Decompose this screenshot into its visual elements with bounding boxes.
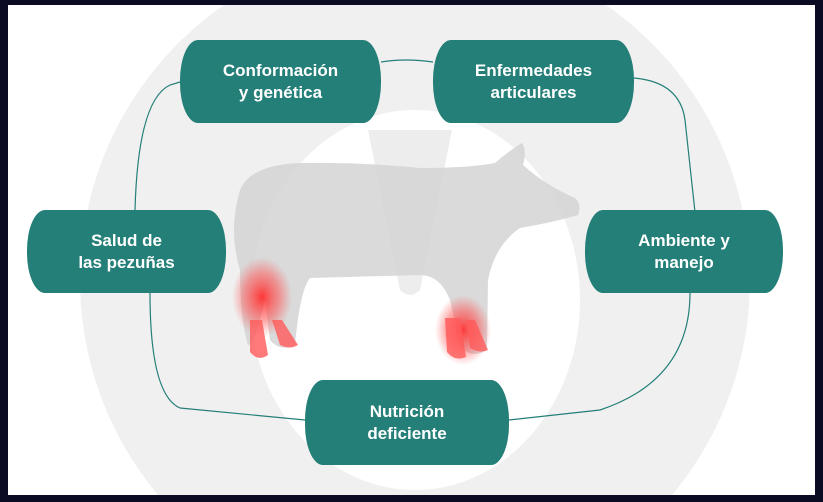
node-label: Conformación bbox=[222, 60, 339, 80]
node-label: deficiente bbox=[367, 423, 447, 443]
hind-leg-inflammation bbox=[232, 257, 292, 337]
node-label: Nutrición bbox=[369, 401, 445, 421]
node-label: Ambiente y bbox=[638, 230, 730, 250]
connector-lines bbox=[134, 59, 696, 421]
node-label: manejo bbox=[654, 252, 714, 272]
node-label: Salud de bbox=[91, 230, 162, 250]
node-label: las pezuñas bbox=[78, 252, 175, 272]
node-label: Enfermedades bbox=[474, 60, 593, 80]
front-hoof bbox=[445, 318, 488, 359]
node-label: articulares bbox=[490, 82, 577, 102]
pig-silhouette bbox=[234, 143, 580, 354]
node-label: y genética bbox=[238, 82, 323, 102]
hind-hoof bbox=[250, 320, 298, 358]
